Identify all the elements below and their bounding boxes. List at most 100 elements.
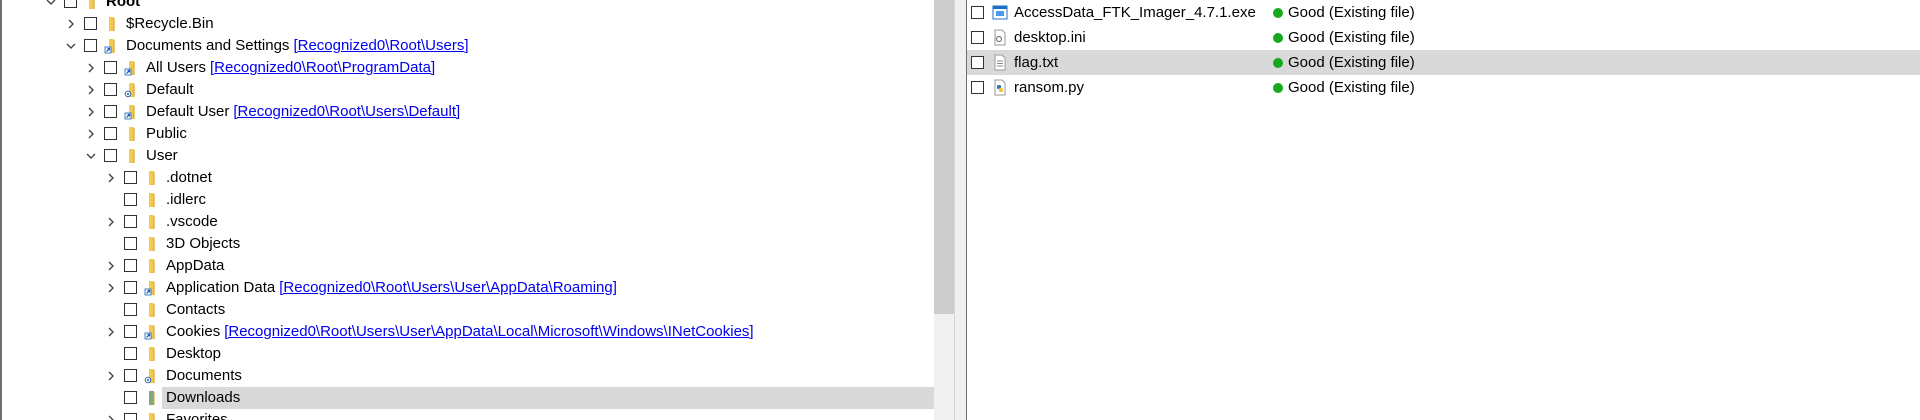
chevron-right-icon[interactable] [64, 13, 78, 35]
tree-item-text: Default [146, 81, 194, 98]
tree-item-label: Favorites [166, 409, 228, 420]
checkbox[interactable] [124, 193, 137, 206]
tree-item-vscode[interactable]: .vscode [0, 211, 934, 233]
tree-item-recycle-bin[interactable]: $Recycle.Bin [0, 13, 934, 35]
tree-item-text: User [146, 147, 178, 164]
tree-item-favorites[interactable]: Favorites [0, 409, 934, 420]
tree-item-documents[interactable]: Documents [0, 365, 934, 387]
tree-item-text: Application Data [166, 279, 276, 296]
tree-item-all-users[interactable]: All Users[Recognized0\Root\ProgramData] [0, 57, 934, 79]
checkbox[interactable] [104, 149, 117, 162]
tree-item-text: Desktop [166, 345, 222, 362]
chevron-right-icon[interactable] [84, 79, 98, 101]
tree-item-documents-and-settings[interactable]: Documents and Settings[Recognized0\Root\… [0, 35, 934, 57]
checkbox[interactable] [124, 391, 137, 404]
checkbox[interactable] [84, 39, 97, 52]
tree-item-idlerc[interactable]: .idlerc [0, 189, 934, 211]
checkbox[interactable] [971, 6, 984, 19]
file-status: Good (Existing file) [1273, 25, 1415, 50]
tree-item-cookies[interactable]: Cookies[Recognized0\Root\Users\User\AppD… [0, 321, 934, 343]
file-status-text: Good (Existing file) [1288, 4, 1415, 21]
tree-item-default-user[interactable]: Default User[Recognized0\Root\Users\Defa… [0, 101, 934, 123]
chevron-down-icon[interactable] [44, 0, 58, 13]
chevron-right-icon[interactable] [104, 277, 118, 299]
chevron-right-icon[interactable] [104, 321, 118, 343]
checkbox[interactable] [971, 56, 984, 69]
checkbox[interactable] [84, 17, 97, 30]
checkbox[interactable] [971, 31, 984, 44]
tree-item-text: Documents and Settings [126, 37, 290, 54]
status-good-icon [1273, 8, 1283, 18]
checkbox[interactable] [124, 303, 137, 316]
chevron-right-icon[interactable] [104, 365, 118, 387]
tree-item-label: User [146, 145, 178, 167]
tree-item-link[interactable]: [Recognized0\Root\Users\Default] [233, 103, 461, 120]
status-good-icon [1273, 33, 1283, 43]
checkbox[interactable] [124, 237, 137, 250]
tree-item-downloads[interactable]: Downloads [124, 387, 934, 409]
tree-item-label: AppData [166, 255, 224, 277]
tree-item-label: Contacts [166, 299, 225, 321]
chevron-right-icon[interactable] [84, 57, 98, 79]
tree-item-default[interactable]: Default [0, 79, 934, 101]
folder-icon [144, 346, 160, 362]
checkbox[interactable] [124, 171, 137, 184]
checkbox[interactable] [124, 413, 137, 420]
tree-item-link[interactable]: [Recognized0\Root\ProgramData] [210, 59, 436, 76]
txt-file-icon [992, 54, 1008, 71]
chevron-right-icon[interactable] [104, 255, 118, 277]
checkbox[interactable] [124, 215, 137, 228]
checkbox[interactable] [124, 259, 137, 272]
checkbox[interactable] [104, 127, 117, 140]
checkbox[interactable] [104, 83, 117, 96]
checkbox[interactable] [64, 0, 77, 8]
tree-item-public[interactable]: Public [0, 123, 934, 145]
chevron-right-icon[interactable] [104, 167, 118, 189]
tree-item-desktop[interactable]: Desktop [0, 343, 934, 365]
checkbox[interactable] [971, 81, 984, 94]
checkbox[interactable] [124, 347, 137, 360]
chevron-right-icon[interactable] [104, 409, 118, 420]
tree-item-label: Public [146, 123, 187, 145]
chevron-right-icon[interactable] [84, 101, 98, 123]
folder-icon [144, 236, 160, 252]
special-folder-icon [124, 82, 140, 98]
tree-item-text: .idlerc [166, 191, 207, 208]
tree-item-label: .idlerc [166, 189, 206, 211]
tree-item-root[interactable]: Root [0, 0, 934, 13]
tree-item-label: Cookies[Recognized0\Root\Users\User\AppD… [166, 321, 754, 343]
checkbox[interactable] [124, 281, 137, 294]
checkbox[interactable] [124, 325, 137, 338]
tree-item-user[interactable]: User [0, 145, 934, 167]
tree-item-link[interactable]: [Recognized0\Root\Users\User\AppData\Roa… [279, 279, 617, 296]
tree-item-text: 3D Objects [166, 235, 241, 252]
folder-shortcut-icon [144, 324, 160, 340]
checkbox[interactable] [104, 61, 117, 74]
chevron-right-icon[interactable] [84, 123, 98, 145]
tree-item-appdata[interactable]: AppData [0, 255, 934, 277]
chevron-right-icon[interactable] [104, 211, 118, 233]
folder-shortcut-icon [124, 60, 140, 76]
file-status-text: Good (Existing file) [1288, 29, 1415, 46]
tree-item-contacts[interactable]: Contacts [0, 299, 934, 321]
tree-scrollbar-thumb[interactable] [934, 0, 954, 314]
pane-splitter[interactable] [954, 0, 966, 420]
tree-item-link[interactable]: [Recognized0\Root\Users] [293, 37, 469, 54]
file-status-text: Good (Existing file) [1288, 79, 1415, 96]
chevron-down-icon[interactable] [84, 145, 98, 167]
tree-item-dotnet[interactable]: .dotnet [0, 167, 934, 189]
tree-item-application-data[interactable]: Application Data[Recognized0\Root\Users\… [0, 277, 934, 299]
tree-item-link[interactable]: [Recognized0\Root\Users\User\AppData\Loc… [224, 323, 754, 340]
chevron-down-icon[interactable] [64, 35, 78, 57]
tree-item-text: AppData [166, 257, 225, 274]
tree-item-label: Root [106, 0, 140, 13]
checkbox[interactable] [124, 369, 137, 382]
tree-item-text: .dotnet [166, 169, 212, 186]
checkbox[interactable] [104, 105, 117, 118]
tree-item-3d-objects[interactable]: 3D Objects [0, 233, 934, 255]
